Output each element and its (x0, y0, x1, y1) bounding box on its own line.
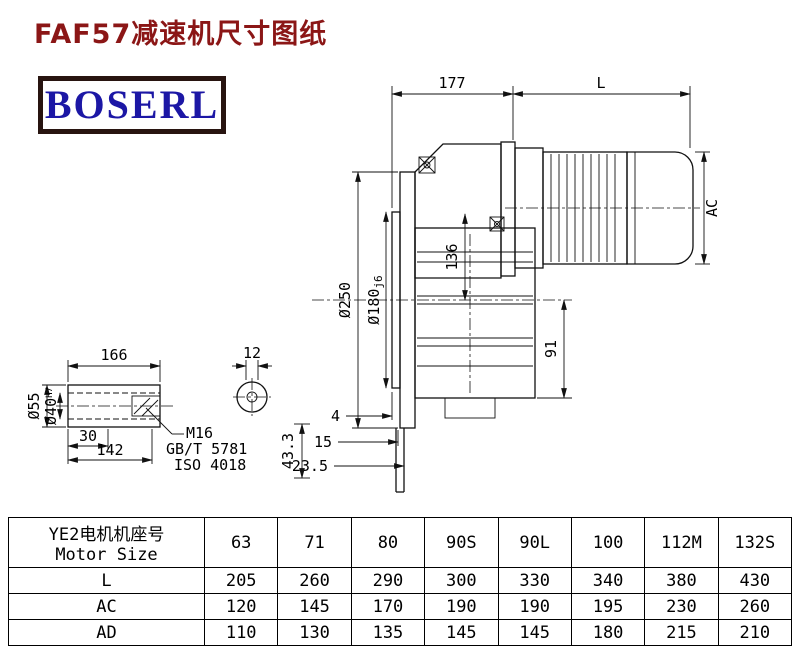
table-header-row: YE2电机机座号 Motor Size 63 71 80 90S 90L 100… (8, 517, 793, 568)
table-cell: 195 (570, 593, 646, 620)
table-cell: 145 (424, 619, 499, 646)
table-cell: 260 (717, 593, 793, 620)
column-header: 71 (277, 517, 352, 568)
dim-dia180: Ø180j6 (365, 211, 389, 389)
svg-text:30: 30 (79, 427, 97, 445)
table-cell: 290 (350, 567, 426, 594)
motor-size-header-en: Motor Size (55, 545, 158, 565)
column-header: 90S (424, 517, 499, 568)
column-header: 80 (350, 517, 426, 568)
svg-text:91: 91 (542, 340, 560, 358)
label-iso-4018: ISO 4018 (174, 456, 246, 474)
svg-text:142: 142 (96, 441, 123, 459)
table-cell: 145 (277, 593, 352, 620)
table-cell: 120 (203, 593, 279, 620)
svg-text:136: 136 (443, 243, 461, 270)
motor-size-header-cn: YE2电机机座号 (48, 525, 165, 545)
motor-size-header: YE2电机机座号 Motor Size (8, 517, 205, 568)
bolt-symbol-2 (489, 216, 505, 232)
table-row-AC: AC 120 145 170 190 190 195 230 260 (8, 593, 793, 620)
motor (500, 141, 694, 277)
table-cell: 215 (644, 619, 719, 646)
table-cell: 210 (717, 619, 793, 646)
dim-15: 15 (314, 430, 399, 451)
dim-dia250: Ø250 (336, 171, 398, 429)
gear-housing-detail (417, 251, 533, 419)
bolt-symbol-1 (418, 156, 436, 174)
thread-callout: M16 GB/T 5781 ISO 4018 (145, 407, 247, 474)
table-cell: 170 (350, 593, 426, 620)
label-m16: M16 (186, 424, 213, 442)
main-view: 177 L AC Ø250 (292, 74, 721, 493)
table-cell: 380 (644, 567, 719, 594)
dim-12: 12 (232, 344, 272, 380)
dim-166: 166 (67, 346, 161, 382)
table-cell: 330 (497, 567, 572, 594)
table-row-AD: AD 110 130 135 145 145 180 215 210 (8, 619, 793, 646)
page-title: FAF57减速机尺寸图纸 (34, 19, 328, 50)
dim-91: 91 (537, 299, 572, 399)
table-cell: 190 (497, 593, 572, 620)
boserl-logo-box: BOSERL (38, 76, 226, 134)
table-cell: 180 (570, 619, 646, 646)
gear-housing (414, 227, 536, 399)
dim-177: 177 (391, 74, 514, 208)
column-header: 63 (203, 517, 279, 568)
svg-text:AC: AC (703, 199, 721, 217)
table-cell: 340 (570, 567, 646, 594)
row-label: AD (8, 619, 205, 646)
table-cell: 110 (203, 619, 279, 646)
dim-AC: AC (695, 151, 721, 265)
dim-142: 142 (67, 429, 153, 464)
boserl-logo-text: BOSERL (44, 82, 220, 127)
table-cell: 130 (277, 619, 352, 646)
dim-43-3: 43.3 (279, 423, 310, 479)
flange-spigot (391, 211, 401, 389)
svg-text:Ø180j6: Ø180j6 (365, 275, 385, 324)
shaft-end-fixing (131, 395, 161, 417)
svg-text:4: 4 (331, 407, 340, 425)
motor-fins (550, 154, 616, 262)
dim-dia40: Ø40H7 (42, 387, 63, 425)
svg-text:Ø250: Ø250 (336, 282, 354, 318)
label-gbt-5781: GB/T 5781 (166, 440, 247, 458)
table-cell: 205 (203, 567, 279, 594)
svg-text:166: 166 (100, 346, 127, 364)
table-cell: 135 (350, 619, 426, 646)
column-header: 90L (497, 517, 572, 568)
svg-text:23.5: 23.5 (292, 457, 328, 475)
column-header: 132S (717, 517, 793, 568)
flange-foot (395, 428, 405, 493)
svg-text:Ø55: Ø55 (25, 392, 43, 419)
table-cell: 430 (717, 567, 793, 594)
dim-dia55: Ø55 (25, 384, 66, 428)
table-cell: 230 (644, 593, 719, 620)
motor-adapter (500, 141, 516, 277)
fan-cowl (626, 151, 694, 265)
svg-text:Ø40H7: Ø40H7 (42, 387, 60, 425)
dim-23-5: 23.5 (292, 430, 405, 475)
gearbox-drawing: 177 L AC Ø250 (25, 74, 721, 493)
row-label: L (8, 567, 205, 594)
size-table: YE2电机机座号 Motor Size 63 71 80 90S 90L 100… (8, 517, 793, 646)
table-cell: 260 (277, 567, 352, 594)
dim-136: 136 (443, 213, 468, 301)
table-row-L: L 205 260 290 300 330 340 380 430 (8, 567, 793, 594)
table-cell: 190 (424, 593, 499, 620)
shaft-detail-view: 166 30 142 Ø55 (25, 344, 310, 479)
dim-L: L (512, 74, 691, 148)
dim-4: 4 (331, 392, 393, 425)
svg-text:43.3: 43.3 (279, 433, 297, 469)
table-cell: 145 (497, 619, 572, 646)
svg-text:12: 12 (243, 344, 261, 362)
column-header: 100 (570, 517, 646, 568)
svg-text:177: 177 (438, 74, 465, 92)
shaft-end-view (233, 378, 271, 416)
row-label: AC (8, 593, 205, 620)
svg-text:15: 15 (314, 433, 332, 451)
svg-text:L: L (596, 74, 605, 92)
column-header: 112M (644, 517, 719, 568)
table-cell: 300 (424, 567, 499, 594)
